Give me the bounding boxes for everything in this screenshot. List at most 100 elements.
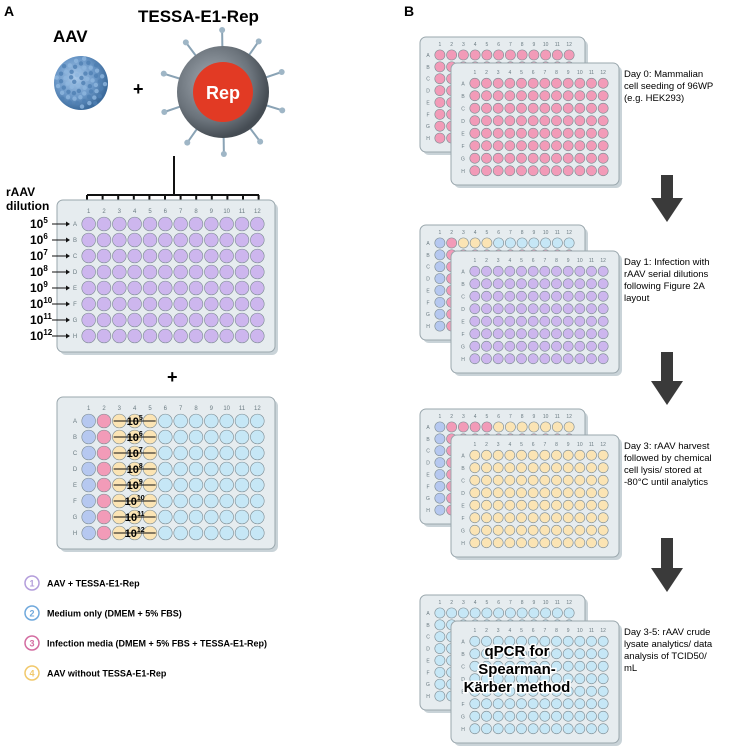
plate-well bbox=[493, 421, 504, 433]
plate-well bbox=[574, 723, 586, 735]
row-letter: B bbox=[426, 253, 430, 259]
legend-number-badge bbox=[24, 665, 40, 681]
row-letter: A bbox=[426, 611, 430, 617]
plate-well bbox=[574, 449, 586, 461]
plate-well bbox=[551, 660, 562, 672]
plate-well bbox=[158, 296, 173, 312]
tessa-spike-tip bbox=[220, 150, 227, 157]
plate-well bbox=[527, 140, 539, 152]
plate-well bbox=[504, 449, 516, 461]
plate-well bbox=[539, 673, 551, 685]
plate-well bbox=[551, 303, 562, 315]
plate-well bbox=[250, 525, 265, 541]
aav-texture-dot bbox=[81, 80, 86, 86]
column-number: 1 bbox=[87, 209, 91, 215]
plate-well bbox=[574, 537, 586, 549]
plate-well bbox=[481, 290, 492, 302]
plate-well bbox=[434, 655, 446, 666]
plate-well bbox=[504, 462, 516, 474]
step-description-line: -80°C until analytics bbox=[624, 477, 708, 488]
plate-well bbox=[504, 673, 516, 685]
plate-well bbox=[586, 328, 597, 340]
plate-well bbox=[446, 237, 457, 249]
plate-well bbox=[112, 248, 127, 264]
well-dilution-label: 105 bbox=[127, 415, 143, 428]
plate-well bbox=[219, 216, 234, 232]
plate-well bbox=[188, 312, 204, 328]
plate-well bbox=[551, 487, 562, 499]
row-letter: H bbox=[426, 136, 430, 142]
plate-well bbox=[219, 477, 234, 493]
step-arrow-shaft bbox=[661, 538, 673, 570]
plate-well bbox=[551, 710, 562, 722]
plate-well bbox=[492, 290, 504, 302]
plate-well bbox=[158, 445, 173, 461]
plate-well bbox=[551, 165, 562, 177]
plate-well bbox=[127, 328, 142, 344]
plate-well bbox=[492, 685, 504, 697]
plate-well bbox=[504, 421, 516, 433]
row-letter: H bbox=[461, 541, 465, 547]
plate-well bbox=[516, 90, 527, 102]
aav-texture-dot bbox=[81, 56, 87, 61]
aav-texture-dot bbox=[92, 101, 98, 106]
plate-well bbox=[96, 509, 112, 525]
row-letter: H bbox=[461, 357, 465, 363]
plate-well bbox=[551, 607, 563, 619]
column-number: 11 bbox=[589, 628, 594, 634]
plate-well bbox=[481, 487, 492, 499]
plate-well bbox=[562, 660, 574, 672]
plate-well bbox=[504, 698, 516, 710]
column-number: 11 bbox=[589, 258, 594, 264]
plate-well bbox=[492, 648, 504, 660]
plate-well bbox=[527, 102, 539, 114]
plate-well bbox=[527, 635, 539, 647]
plate-well bbox=[562, 328, 574, 340]
plate-well bbox=[219, 493, 234, 509]
row-letter: D bbox=[426, 277, 430, 283]
well-dilution-label: 1012 bbox=[125, 527, 145, 540]
row-letter: C bbox=[73, 254, 78, 260]
plate-well bbox=[562, 499, 574, 511]
plate-well bbox=[516, 499, 527, 511]
plate-well bbox=[481, 115, 492, 127]
column-number: 8 bbox=[194, 406, 198, 412]
plate-well bbox=[527, 340, 539, 352]
plate-well bbox=[173, 232, 188, 248]
plate-well bbox=[81, 525, 96, 541]
plate-well bbox=[527, 723, 539, 735]
plate-well bbox=[562, 265, 574, 277]
row-letter: E bbox=[426, 658, 430, 664]
plate-well bbox=[516, 127, 527, 139]
dilution-arrow-head bbox=[66, 285, 70, 291]
plate-well bbox=[81, 216, 96, 232]
plate-well bbox=[204, 328, 219, 344]
plate-well bbox=[204, 477, 219, 493]
plate-well bbox=[516, 303, 527, 315]
plate-well bbox=[158, 232, 173, 248]
column-number: 3 bbox=[118, 406, 122, 412]
plate-well bbox=[81, 248, 96, 264]
column-number: 8 bbox=[521, 230, 524, 236]
plate-well bbox=[492, 723, 504, 735]
plate-well bbox=[481, 685, 492, 697]
plate-well bbox=[158, 328, 173, 344]
plate-well bbox=[586, 474, 597, 486]
plate-well bbox=[551, 127, 562, 139]
plate-well bbox=[551, 265, 562, 277]
plate-well bbox=[539, 278, 551, 290]
plate-well bbox=[597, 140, 609, 152]
row-letter: F bbox=[426, 300, 429, 306]
plate-well bbox=[250, 493, 265, 509]
plate-well bbox=[586, 635, 597, 647]
row-letter: D bbox=[461, 491, 465, 497]
column-number: 9 bbox=[532, 600, 535, 606]
column-number: 2 bbox=[450, 600, 453, 606]
row-letter: G bbox=[426, 496, 430, 502]
plate-well bbox=[586, 340, 597, 352]
plate-well bbox=[540, 421, 551, 433]
plate-well bbox=[434, 120, 446, 132]
plate-well bbox=[81, 312, 96, 328]
plate-well bbox=[528, 237, 540, 249]
workflow-arrows bbox=[651, 175, 683, 592]
